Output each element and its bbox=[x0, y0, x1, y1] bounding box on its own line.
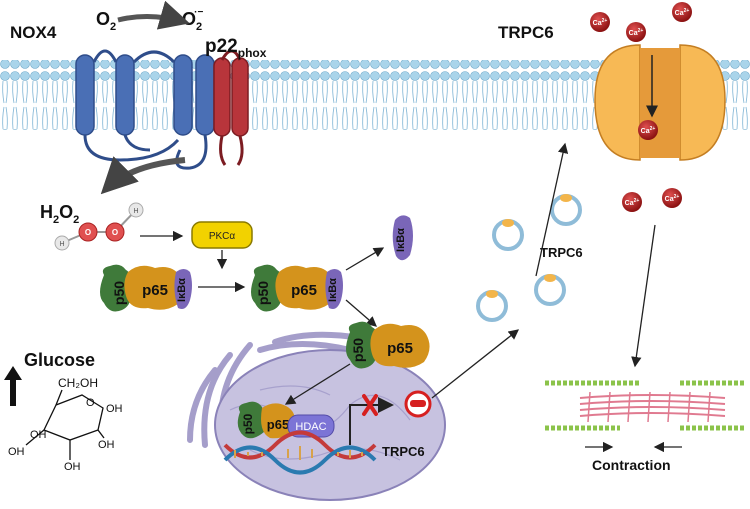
svg-text:Ca2+: Ca2+ bbox=[625, 198, 640, 207]
svg-text:Ca2+: Ca2+ bbox=[665, 194, 680, 203]
trpc6-gene-label: TRPC6 bbox=[382, 444, 425, 459]
vesicle bbox=[492, 219, 524, 251]
p50-p65-hdac-complex: p50 p65 HDAC bbox=[237, 401, 335, 439]
pkca-box: PKCα bbox=[191, 221, 253, 249]
calcium-ion: Ca2+ bbox=[638, 120, 658, 140]
svg-text:p50: p50 bbox=[111, 281, 127, 305]
svg-text:IκBα: IκBα bbox=[176, 278, 188, 302]
svg-text:Ca2+: Ca2+ bbox=[641, 126, 656, 135]
trpc6-vesicle-label: TRPC6 bbox=[540, 245, 583, 260]
svg-text:O: O bbox=[85, 228, 91, 237]
svg-text:OH: OH bbox=[64, 461, 81, 473]
h2o2-label: H2O2 bbox=[40, 202, 79, 226]
p22phox-protein bbox=[213, 49, 249, 166]
glucose-increase-arrow bbox=[4, 366, 22, 406]
transcription-arrow bbox=[349, 397, 394, 445]
glucose-title: Glucose bbox=[24, 350, 95, 370]
calcium-ion: Ca2+ bbox=[622, 192, 642, 212]
contractile-filaments bbox=[545, 380, 745, 431]
inhibition-icon bbox=[404, 390, 432, 418]
free-ikba: IκBα bbox=[392, 215, 413, 261]
vesicle bbox=[476, 290, 508, 322]
o2-label: O2 bbox=[96, 9, 116, 33]
svg-text:IκBα: IκBα bbox=[395, 228, 407, 252]
nfkb-complex-phosphorylated: p50 p65 IκBα bbox=[251, 264, 343, 312]
svg-text:p65: p65 bbox=[142, 282, 168, 299]
svg-text:O: O bbox=[86, 397, 95, 409]
contraction-label: Contraction bbox=[592, 457, 671, 473]
svg-text:IκBα: IκBα bbox=[327, 278, 339, 302]
svg-text:p65: p65 bbox=[267, 417, 289, 432]
dna-helix bbox=[223, 430, 377, 475]
svg-text:p65: p65 bbox=[291, 282, 317, 299]
svg-text:PKCα: PKCα bbox=[209, 231, 236, 242]
svg-text:Ca2+: Ca2+ bbox=[593, 18, 608, 27]
trpc6-channel-label: TRPC6 bbox=[498, 23, 554, 42]
svg-text:Ca2+: Ca2+ bbox=[675, 8, 690, 17]
calcium-ion: Ca2+ bbox=[672, 2, 692, 22]
calcium-ion: Ca2+ bbox=[626, 22, 646, 42]
h2o2-molecule: H O O H bbox=[54, 202, 144, 251]
calcium-ion: Ca2+ bbox=[662, 188, 682, 208]
svg-text:HDAC: HDAC bbox=[295, 421, 326, 433]
nuclear-import-arrow bbox=[284, 363, 351, 405]
p50p65-release-arrow bbox=[345, 299, 377, 327]
o2-conversion-arrow bbox=[117, 0, 190, 30]
svg-text:p50: p50 bbox=[350, 338, 366, 362]
nfkb-complex-inactive: p50 p65 IκBα bbox=[100, 264, 192, 312]
svg-text:p50: p50 bbox=[241, 413, 255, 434]
block-x-icon bbox=[362, 394, 378, 416]
vesicle bbox=[550, 194, 582, 226]
vesicle bbox=[534, 274, 566, 306]
svg-text:O: O bbox=[112, 228, 118, 237]
svg-text:H: H bbox=[59, 241, 64, 248]
svg-text:OH: OH bbox=[106, 403, 123, 415]
svg-text:H: H bbox=[133, 208, 138, 215]
ikba-release-arrow bbox=[345, 247, 385, 271]
trpc6-expression-arrow bbox=[431, 329, 520, 399]
svg-text:CH₂OH: CH₂OH bbox=[58, 376, 98, 390]
svg-text:Ca2+: Ca2+ bbox=[629, 28, 644, 37]
calcium-ions: Ca2+ Ca2+ Ca2+ Ca2+ Ca2+ Ca2+ bbox=[590, 2, 692, 212]
svg-text:p65: p65 bbox=[387, 340, 413, 357]
nuclear-p50-p65: p50 p65 bbox=[346, 321, 430, 369]
trpc6-vesicles bbox=[476, 194, 582, 322]
svg-text:OH: OH bbox=[8, 446, 25, 458]
calcium-ion: Ca2+ bbox=[590, 12, 610, 32]
trpc6-channel bbox=[594, 44, 726, 161]
p22phox-label: p22phox bbox=[205, 36, 267, 60]
svg-text:p50: p50 bbox=[255, 281, 271, 305]
nox4-label: NOX4 bbox=[10, 23, 57, 42]
h2o2-production-arrow bbox=[100, 156, 186, 195]
calcium-to-contraction-arrow bbox=[631, 224, 656, 368]
vesicle-to-membrane-arrow bbox=[535, 142, 569, 277]
svg-text:OH: OH bbox=[98, 439, 115, 451]
glucose-structure: Glucose CH₂OH O OH OH OH OH OH bbox=[4, 350, 123, 473]
